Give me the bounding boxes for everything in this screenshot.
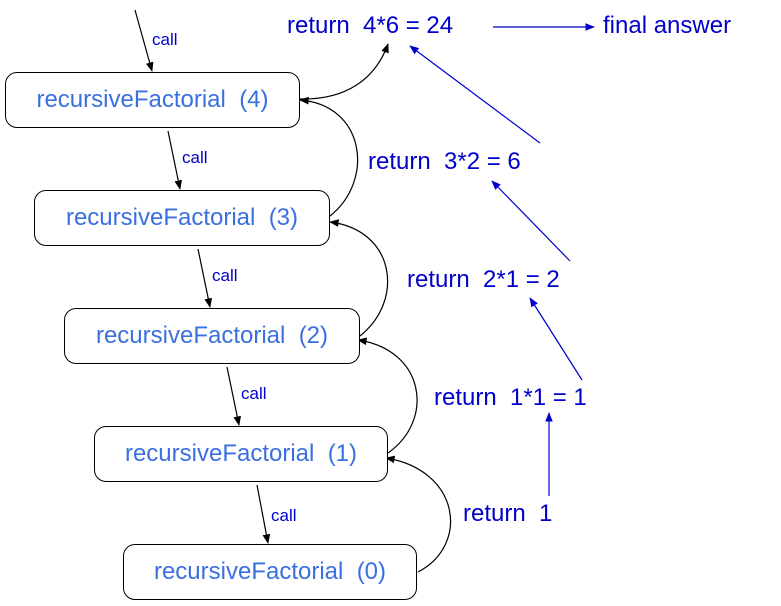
call-label-4: call — [152, 30, 178, 49]
call-label-0: call — [271, 506, 297, 525]
call-arrow-4 — [134, 9, 154, 72]
return-label-1x1: return 1*1 = 1 — [434, 384, 587, 411]
frame-recursive-factorial-4: recursiveFactorial (4) — [5, 72, 300, 128]
final-answer-label: final answer — [603, 12, 732, 39]
return-label-1: return 1 — [463, 500, 553, 527]
call-label-2: call — [212, 266, 238, 285]
frame-recursive-factorial-1: recursiveFactorial (1) — [94, 426, 388, 482]
return-curve-4-to-top — [299, 43, 389, 100]
return-label-4x6: return 4*6 = 24 — [287, 12, 454, 39]
call-arrow-3 — [167, 130, 183, 190]
frame-recursive-factorial-0: recursiveFactorial (0) — [123, 544, 417, 600]
frame-recursive-factorial-3: recursiveFactorial (3) — [34, 190, 330, 246]
return-curve-3-to-4 — [299, 96, 359, 217]
call-arrow-2 — [197, 248, 213, 308]
return-curve-0-to-1 — [385, 455, 452, 573]
return-curve-2-to-3 — [329, 219, 389, 337]
call-arrow-0 — [256, 484, 271, 544]
return-curve-1-to-2 — [357, 337, 418, 454]
call-label-3: call — [182, 148, 208, 167]
return-arrow-1x1-to-2x1 — [529, 297, 583, 381]
frame-recursive-factorial-2: recursiveFactorial (2) — [64, 308, 360, 364]
return-label-2x1: return 2*1 = 2 — [407, 266, 560, 293]
return-arrow-3x2-to-4x6 — [409, 45, 541, 144]
return-label-3x2: return 3*2 = 6 — [368, 148, 521, 175]
return-arrow-2x1-to-3x2 — [491, 180, 571, 262]
call-arrow-1 — [226, 366, 242, 426]
call-label-1: call — [241, 384, 267, 403]
